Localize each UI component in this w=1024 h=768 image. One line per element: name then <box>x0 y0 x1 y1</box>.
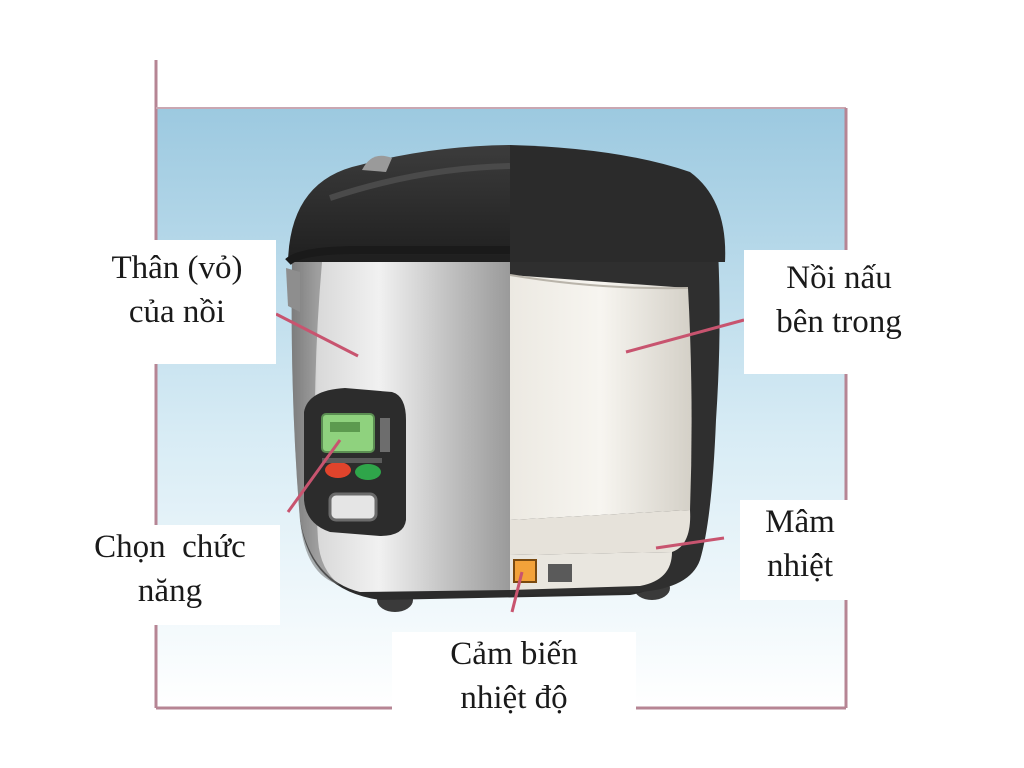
label-body-line2: của nồi <box>128 294 226 330</box>
pointer-function <box>286 439 342 513</box>
body-shadow-left <box>291 262 340 585</box>
display-text-block <box>330 422 360 432</box>
label-inner-line2: bên trong <box>776 304 902 340</box>
label-body: Thân (vỏ) của nồi <box>78 240 276 364</box>
label-sensor-line1: Cảm biến <box>450 636 578 672</box>
temperature-sensor <box>513 559 537 583</box>
label-function-select: Chọn chức năng <box>60 525 280 625</box>
inner-pot-rim <box>509 274 689 290</box>
open-button <box>328 492 378 522</box>
cooker-lid <box>288 145 510 262</box>
label-inner-line1: Nồi nấu <box>786 260 892 296</box>
sensor-bracket <box>548 564 572 582</box>
label-plate-line2: nhiệt <box>767 548 833 584</box>
label-inner-pot: Nồi nấu bên trong <box>744 250 934 374</box>
small-button-row <box>322 458 382 463</box>
pointer-inner <box>625 318 745 354</box>
pointer-sensor <box>510 571 524 613</box>
red-button <box>325 462 351 478</box>
display-side-buttons <box>380 418 390 452</box>
lid-ridge <box>329 163 511 201</box>
heat-plate <box>510 510 691 555</box>
label-func-line1: Chọn chức <box>94 529 246 565</box>
lid-hinge <box>286 268 300 312</box>
label-heat-plate: Mâm nhiệt <box>740 500 860 600</box>
lid-band <box>285 246 510 266</box>
inner-pot <box>510 275 692 520</box>
label-func-line2: năng <box>137 573 203 609</box>
label-plate-line1: Mâm <box>765 504 835 540</box>
cooker-lid-right <box>510 145 726 262</box>
label-body-line1: Thân (vỏ) <box>111 250 243 286</box>
label-temperature-sensor: Cảm biến nhiệt độ <box>392 632 636 732</box>
lcd-display <box>321 413 375 453</box>
pointer-plate <box>655 536 725 550</box>
green-button <box>355 464 381 480</box>
lid-handle <box>362 155 392 172</box>
pointer-body <box>275 312 359 358</box>
label-sensor-line2: nhiệt độ <box>460 680 568 716</box>
